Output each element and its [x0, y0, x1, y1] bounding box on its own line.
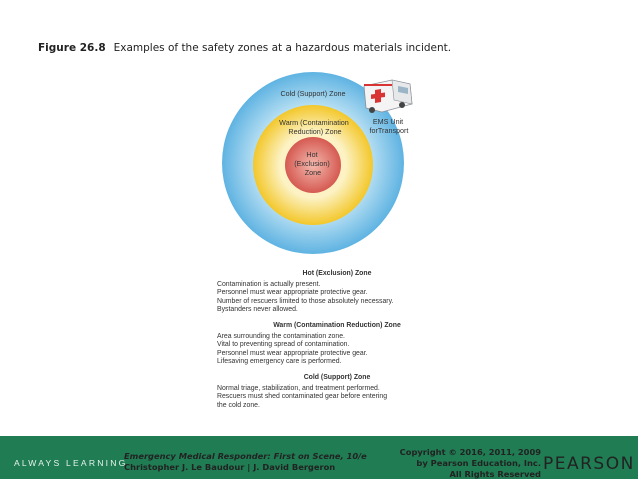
hot-zone-label-line-3: Zone: [305, 168, 321, 177]
footer-tagline: ALWAYS LEARNING: [14, 458, 128, 468]
book-authors: Christopher J. Le Baudour | J. David Ber…: [124, 462, 336, 472]
figure-caption: Figure 26.8 Examples of the safety zones …: [38, 42, 451, 54]
hot-zone-circle: [285, 137, 341, 193]
description-line: Lifesaving emergency care is performed.: [217, 358, 342, 366]
description-line: Vital to preventing spread of contaminat…: [217, 341, 350, 349]
warm-zone-label-line-1: Warm (Contamination: [279, 118, 349, 127]
ems-unit-label: EMS Unit forTransport: [370, 117, 409, 135]
book-title: Emergency Medical Responder: First on Sc…: [124, 451, 367, 461]
figure-caption-text: Examples of the safety zones at a hazard…: [113, 42, 452, 54]
warm-zone-label: Warm (Contamination Reduction) Zone: [279, 118, 351, 136]
description-line: Personnel must wear appropriate protecti…: [217, 289, 368, 297]
ambulance-icon: [363, 79, 413, 113]
ems-unit-label-line-2: forTransport: [370, 126, 409, 135]
figure-number: Figure 26.8: [38, 42, 106, 54]
cold-zone-label: Cold (Support) Zone: [280, 89, 345, 98]
hot-zone-label: Hot (Exclusion) Zone: [294, 150, 332, 177]
zone-descriptions: Hot (Exclusion) Zone Contamination is ac…: [217, 270, 457, 417]
description-line: Personnel must wear appropriate protecti…: [217, 349, 368, 357]
copyright-notice: Copyright © 2016, 2011, 2009 by Pearson …: [400, 447, 541, 480]
copyright-line: Copyright © 2016, 2011, 2009: [399, 447, 541, 457]
warm-zone-description: Warm (Contamination Reduction) Zone Area…: [217, 322, 457, 367]
footer-bar: [0, 436, 638, 479]
warm-zone-heading: Warm (Contamination Reduction) Zone: [273, 321, 401, 329]
cold-zone-label-line: Cold (Support) Zone: [280, 89, 345, 98]
cold-zone-heading: Cold (Support) Zone: [303, 373, 371, 381]
description-line: Number of rescuers limited to those abso…: [217, 297, 394, 305]
hot-zone-description: Hot (Exclusion) Zone Contamination is ac…: [217, 270, 457, 315]
copyright-line: by Pearson Education, Inc.: [416, 458, 541, 468]
hot-zone-heading: Hot (Exclusion) Zone: [302, 270, 372, 277]
hot-zone-label-line-2: (Exclusion): [294, 159, 330, 168]
copyright-line: All Rights Reserved: [449, 469, 541, 479]
warm-zone-label-line-2: Reduction) Zone: [288, 127, 341, 136]
hot-zone-label-line-1: Hot: [306, 150, 317, 159]
description-line: Normal triage, stabilization, and treatm…: [217, 384, 380, 392]
description-line: the cold zone.: [217, 401, 260, 409]
cold-zone-description: Cold (Support) Zone Normal triage, stabi…: [217, 374, 457, 410]
description-line: Contamination is actually present.: [217, 280, 321, 288]
ems-unit-label-line-1: EMS Unit: [373, 117, 403, 126]
description-line: Area surrounding the contamination zone.: [217, 332, 345, 340]
pearson-logo: PEARSON: [543, 454, 635, 474]
description-line: Rescuers must shed contaminated gear bef…: [217, 393, 388, 401]
description-line: Bystanders never allowed.: [217, 306, 298, 314]
book-info: Emergency Medical Responder: First on Sc…: [124, 451, 367, 473]
